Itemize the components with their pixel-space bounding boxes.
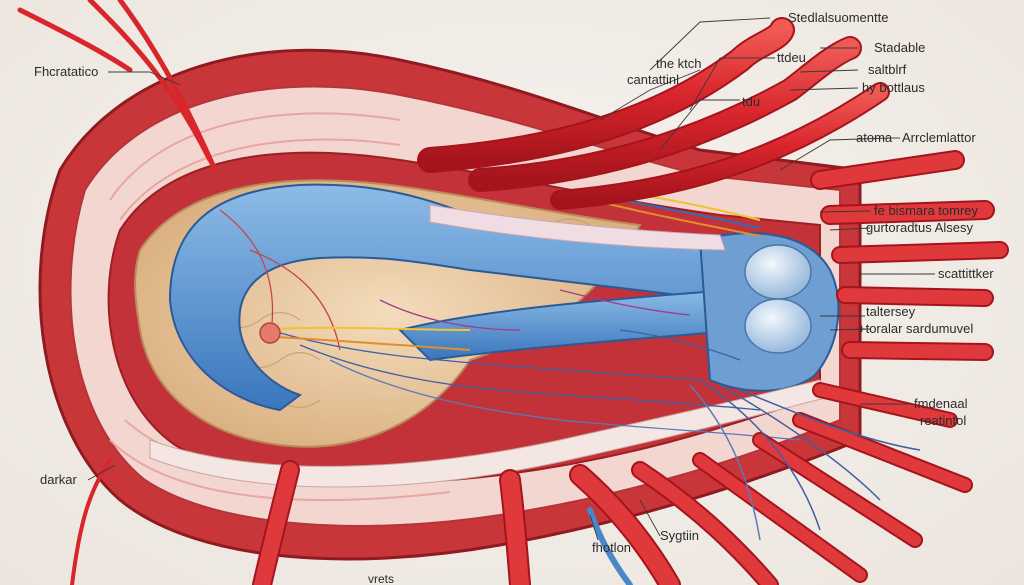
label-right-10: +toralar sardumuvel [858, 321, 973, 336]
label-right-6: fe bismara tomrey [874, 203, 979, 218]
membrane-band [429, 204, 726, 251]
label-right-8: scattittker [938, 266, 994, 281]
label-right-1: Stadable [874, 40, 925, 55]
label-title-top-right: Stedlalsuomentte [788, 10, 888, 25]
label-upper-tdu: tdu [742, 94, 760, 109]
label-right-9: taltersey [866, 304, 916, 319]
label-bottom-1: fhotlon [592, 540, 631, 555]
label-right-3: hy bottlaus [862, 80, 925, 95]
label-bottom-left: darkar [40, 472, 78, 487]
label-right-5: Arrclemlattor [902, 130, 976, 145]
right-arteries [692, 150, 1009, 583]
label-right-2: saltblrf [868, 62, 907, 77]
leader-lines [87, 17, 935, 541]
label-right-7: gurtoradtus Alsesy [866, 220, 973, 235]
thin-arteries-topleft [17, 0, 218, 173]
label-right-12: reatintol [920, 413, 966, 428]
lower-bulb [744, 298, 812, 354]
label-bottom-2: Sygtiin [660, 528, 699, 543]
upper-bulb [744, 244, 812, 300]
upper-arteries [417, 17, 890, 210]
label-center-top-1: the ktch [656, 56, 702, 71]
lower-fan-vessels [689, 379, 921, 541]
label-bottom-3: vrets [368, 572, 394, 585]
label-center-top-2: cantattinl [627, 72, 679, 87]
label-right-4: atoma [856, 130, 893, 145]
nerve-bundle [259, 189, 761, 351]
annotation-labels: Stedlalsuomentte Fhcratatico the ktch ca… [34, 10, 994, 585]
nerve-ganglion [259, 322, 281, 344]
bottom-arteries [70, 458, 779, 585]
label-right-11: fmdenaal [914, 396, 968, 411]
label-left-top: Fhcratatico [34, 64, 98, 79]
label-upper-ttdeu: ttdeu [777, 50, 806, 65]
